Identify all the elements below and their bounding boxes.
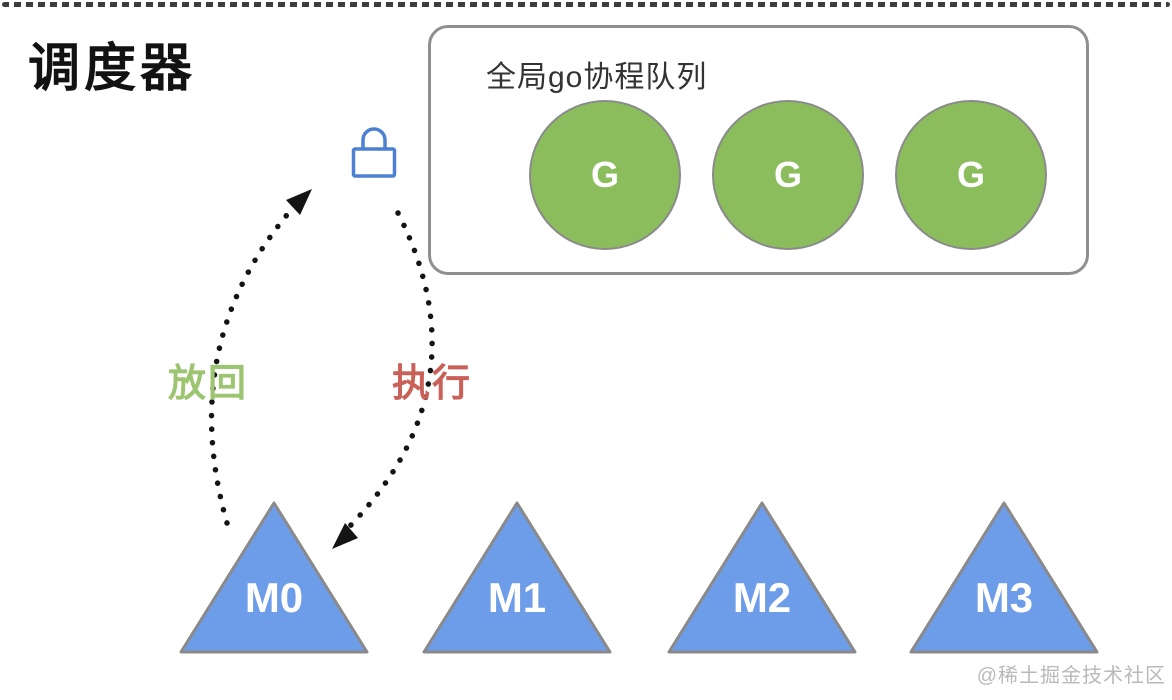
- put-back-label: 放回: [168, 363, 249, 405]
- put-back-arrowhead: [286, 189, 312, 215]
- goroutine-label: G: [956, 154, 985, 195]
- machine-label: M0: [244, 574, 304, 621]
- top-dashed-border: [2, 2, 1170, 7]
- machine-label: M3: [974, 574, 1034, 621]
- goroutine-circle: G: [712, 100, 864, 250]
- goroutine-label: G: [590, 154, 619, 195]
- machine-triangle-m3: M3: [908, 500, 1100, 656]
- machine-label: M2: [732, 574, 792, 621]
- goroutine-circle: G: [895, 100, 1047, 250]
- goroutine-label: G: [773, 154, 802, 195]
- watermark: @稀土掘金技术社区: [976, 665, 1166, 687]
- goroutine-circle: G: [529, 100, 681, 250]
- global-queue-box: 全局go协程队列 G G G: [428, 25, 1089, 275]
- page-title: 调度器: [28, 40, 197, 98]
- execute-label: 执行: [392, 363, 473, 405]
- lock-icon: [350, 123, 398, 179]
- machine-triangle-m0: M0: [178, 500, 370, 656]
- machine-triangle-m2: M2: [666, 500, 858, 656]
- machine-triangle-m1: M1: [421, 500, 613, 656]
- global-queue-label: 全局go协程队列: [486, 61, 708, 94]
- machine-label: M1: [487, 574, 547, 621]
